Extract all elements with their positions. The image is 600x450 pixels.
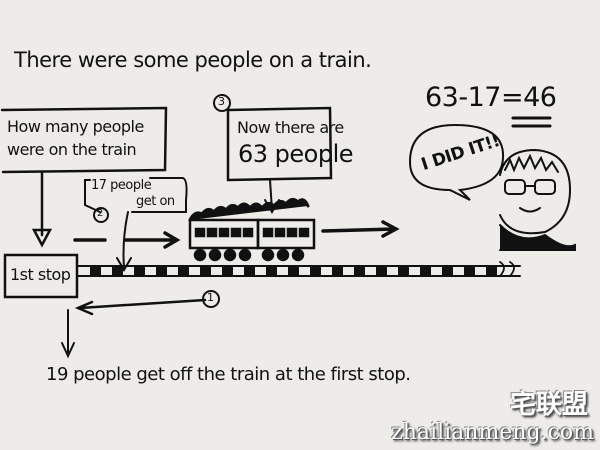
- train: [188, 197, 316, 262]
- question-box-outline: [0, 106, 168, 174]
- got-on-arrow: [116, 211, 132, 272]
- answer-line-1: Now there are: [237, 118, 344, 137]
- answer-arrow: [264, 179, 280, 214]
- step-1-circle: [202, 290, 220, 308]
- watermark: 宅联盟 zhailianmeng.com: [391, 390, 594, 446]
- step-2-circle: [93, 207, 109, 223]
- got-on-line-2: get on: [136, 194, 175, 209]
- step-1-label: 1: [207, 291, 214, 304]
- got-off-line: [74, 298, 207, 316]
- got-on-bracket: [84, 177, 188, 213]
- step-3-circle: [213, 94, 231, 112]
- stop-label: 1st stop: [10, 265, 71, 284]
- equation-text: 63-17=46: [425, 82, 557, 113]
- answer-box-outline: [226, 106, 333, 182]
- got-off-arrow: [61, 309, 75, 359]
- travel-arrow-1: [73, 231, 181, 249]
- step-3-label: 3: [218, 95, 225, 108]
- watermark-chinese: 宅联盟: [509, 390, 588, 420]
- got-on-line-1: 17 people: [91, 178, 152, 193]
- railroad-track: [76, 261, 521, 277]
- answer-line-2: 63 people: [238, 140, 354, 168]
- speech-bubble-outline: [408, 123, 505, 201]
- title-text: There were some people on a train.: [14, 48, 372, 72]
- got-off-text: 19 people get off the train at the first…: [46, 364, 411, 385]
- watermark-url: zhailianmeng.com: [391, 420, 594, 445]
- question-text: How many people were on the train: [7, 117, 144, 159]
- down-arrow: [31, 170, 53, 248]
- step-2-label: 2: [97, 208, 103, 219]
- girl-face-drawing: [499, 148, 576, 251]
- travel-arrow-2: [321, 220, 400, 238]
- equation-underline: [511, 116, 552, 128]
